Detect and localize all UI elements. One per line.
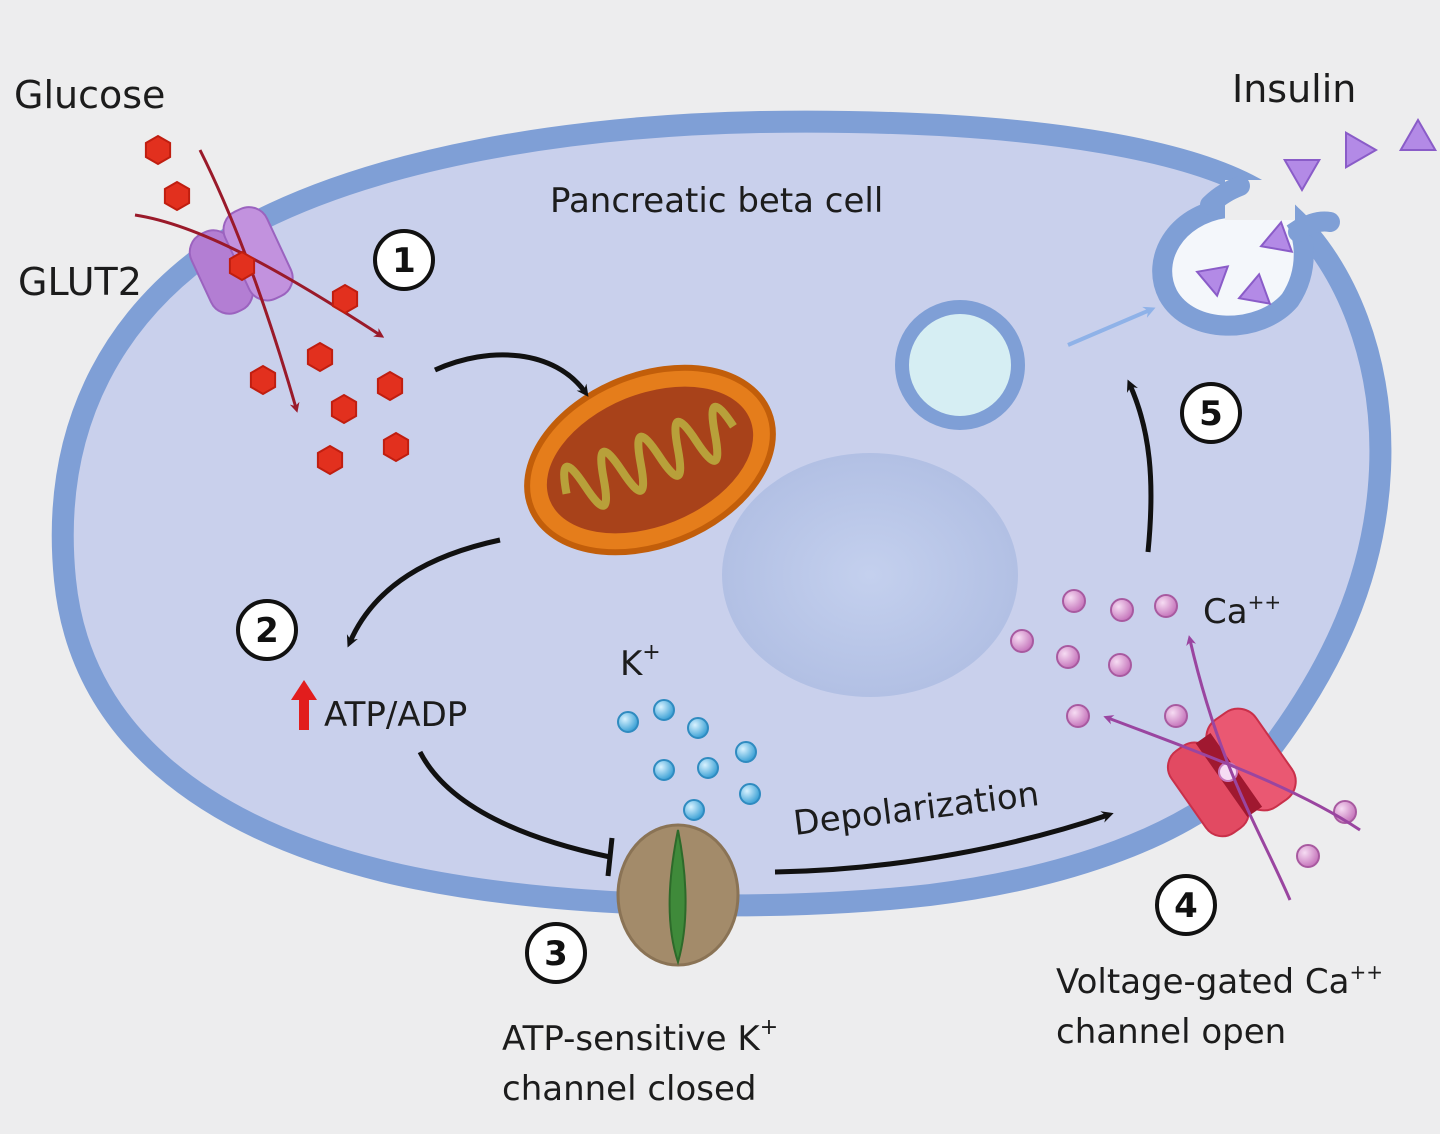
arrow-glucose-to-mitochondrion [433,352,589,397]
vesicle-transport-arrow [1067,306,1156,347]
potassium-ion [683,799,705,821]
insulin-vesicle [895,300,1025,430]
insulin-molecule [1237,272,1272,305]
step-1-marker: 1 [373,229,435,291]
potassium-ion [687,717,709,739]
glucose-molecules [144,134,410,476]
glucose-molecule [144,134,172,166]
potassium-label: K+ [620,640,661,684]
insulin-molecule [1282,159,1322,193]
potassium-ions [617,699,761,821]
step-5-label: 5 [1199,394,1223,434]
glucose-molecule [330,393,358,425]
glucose-molecule [382,431,410,463]
katp-channel-label-line2: channel closed [502,1069,757,1109]
step-1-label: 1 [392,241,416,281]
calcium-ion [1164,704,1188,728]
calcium-ions [1010,589,1357,868]
step-3-marker: 3 [525,922,587,984]
calcium-label: Ca++ [1203,590,1281,632]
insulin-molecule [1345,130,1379,170]
inhibition-bar [605,837,615,877]
vgcc-label-line1: Voltage-gated Ca++ [1056,960,1383,1002]
calcium-ion [1154,594,1178,618]
atp-adp-label: ATP/ADP [324,695,467,735]
step-4-marker: 4 [1155,874,1217,936]
glucose-molecule [331,283,359,315]
insulin-molecule [1195,265,1230,298]
potassium-ion [653,759,675,781]
arrow-calcium-to-exocytosis [1126,379,1154,553]
calcium-ion [1296,844,1320,868]
cell-label: Pancreatic beta cell [550,181,883,221]
step-2-marker: 2 [236,599,298,661]
insulin-label: Insulin [1232,67,1356,111]
potassium-ion [653,699,675,721]
calcium-ion [1010,629,1034,653]
potassium-ion [739,783,761,805]
glucose-label: Glucose [14,73,165,117]
vgcc-label-line2: channel open [1056,1012,1286,1052]
insulin-molecule [1259,220,1294,253]
glut2-label: GLUT2 [18,260,142,304]
calcium-ion [1066,704,1090,728]
arrow-depolarization [774,811,1114,875]
mitochondrion [524,364,776,556]
potassium-ion [617,711,639,733]
calcium-flow-arrow [1186,635,1292,901]
glucose-molecule [249,364,277,396]
glucose-molecule [163,180,191,212]
glucose-molecule [306,341,334,373]
katp-channel [616,823,740,967]
arrow-atp-inhibits-k-channel [417,750,611,860]
arrow-mitochondrion-to-atp [346,537,501,648]
step-5-marker: 5 [1180,382,1242,444]
increase-arrow-icon [291,680,317,730]
glucose-molecule [376,370,404,402]
nucleus [722,453,1018,697]
calcium-ion [1056,645,1080,669]
glucose-molecule [228,250,256,282]
calcium-ion [1108,653,1132,677]
calcium-flow-arrow [1103,715,1361,832]
step-4-label: 4 [1174,886,1198,926]
calcium-ion [1110,598,1134,622]
step-3-label: 3 [544,934,568,974]
insulin-molecule [1398,117,1438,151]
potassium-ion [697,757,719,779]
step-2-label: 2 [255,611,279,651]
glucose-molecule [316,444,344,476]
potassium-ion [735,741,757,763]
calcium-ion [1062,589,1086,613]
katp-channel-label-line1: ATP-sensitive K+ [502,1015,778,1059]
